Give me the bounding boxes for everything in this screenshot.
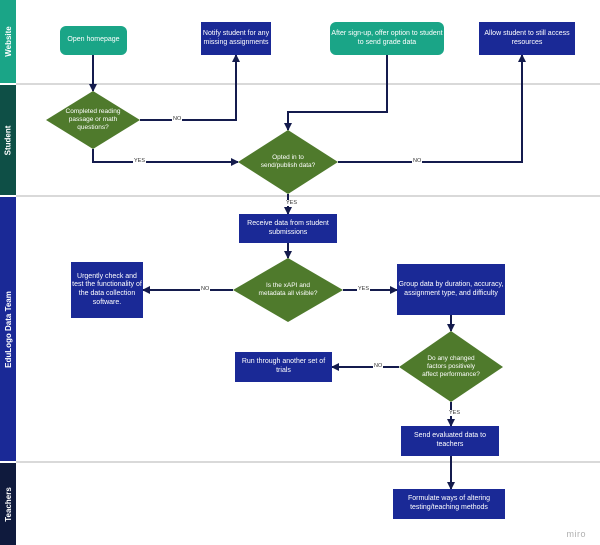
node-formulate: Formulate ways of altering testing/teach… <box>393 489 505 519</box>
node-notify-student: Notify student for any missing assignmen… <box>201 22 271 55</box>
lane-student: Student <box>0 85 16 195</box>
lane-teachers: Teachers <box>0 463 16 545</box>
node-urgently-check: Urgently check and test the functionalit… <box>71 262 143 318</box>
edge-label-yes: YES <box>448 410 462 416</box>
edge-label-no: NO <box>373 363 384 369</box>
edge-label-yes: YES <box>133 158 147 164</box>
miro-watermark: miro <box>566 529 586 539</box>
edge-opted-no-to-allow <box>338 54 526 163</box>
node-open-homepage-text: Open homepage <box>67 36 120 44</box>
node-run-trials-text: Run through another set of trials <box>241 358 326 374</box>
lane-website: Website <box>0 0 16 83</box>
node-allow-access: Allow student to still access resources <box>479 22 575 55</box>
node-notify-student-text: Notify student for any missing assignmen… <box>202 29 270 46</box>
lane-divider <box>16 461 600 463</box>
decision-changed-factors <box>399 331 503 402</box>
decision-xapi-visible-label: Is the xAPI and metadata all visible? <box>258 282 318 297</box>
edge-after-signup-to-opted <box>284 55 388 131</box>
edge-completed-no-to-notify <box>140 54 240 121</box>
lane-divider <box>16 83 600 85</box>
edge-label-yes: YES <box>357 286 371 292</box>
decision-opted-in <box>238 130 338 194</box>
node-open-homepage: Open homepage <box>60 26 127 55</box>
node-receive-data-text: Receive data from student submissions <box>247 219 329 236</box>
node-formulate-text: Formulate ways of altering testing/teach… <box>407 495 491 511</box>
edge-label-no: NO <box>172 116 183 122</box>
decision-xapi-visible <box>233 258 343 322</box>
edge-label-yes: YES <box>285 200 299 206</box>
lane-edulogo-data-team: EduLogo Data Team <box>0 197 16 461</box>
lane-divider <box>16 195 600 197</box>
node-send-evaluated: Send evaluated data to teachers <box>401 426 499 456</box>
node-receive-data: Receive data from student submissions <box>239 214 337 243</box>
node-group-data-text: Group data by duration, accuracy, assign… <box>398 280 504 297</box>
edge-label-no: NO <box>412 158 423 164</box>
node-urgently-check-text: Urgently check and test the functionalit… <box>72 272 142 306</box>
decision-completed-reading-label: Completed reading passage or math questi… <box>65 108 121 131</box>
node-run-trials: Run through another set of trials <box>235 352 332 382</box>
decision-changed-factors-label: Do any changed factors positively affect… <box>422 355 480 378</box>
edge-completed-yes-to-opted <box>92 149 239 166</box>
decision-opted-in-label: Opted in to send/publish data? <box>260 154 316 169</box>
node-send-evaluated-text: Send evaluated data to teachers <box>413 432 486 448</box>
edge-label-no: NO <box>200 286 211 292</box>
node-group-data: Group data by duration, accuracy, assign… <box>397 264 505 315</box>
node-allow-access-text: Allow student to still access resources <box>484 29 570 46</box>
node-after-signup: After sign-up, offer option to student t… <box>330 22 444 55</box>
node-after-signup-text: After sign-up, offer option to student t… <box>331 29 443 46</box>
decision-completed-reading <box>46 91 140 149</box>
